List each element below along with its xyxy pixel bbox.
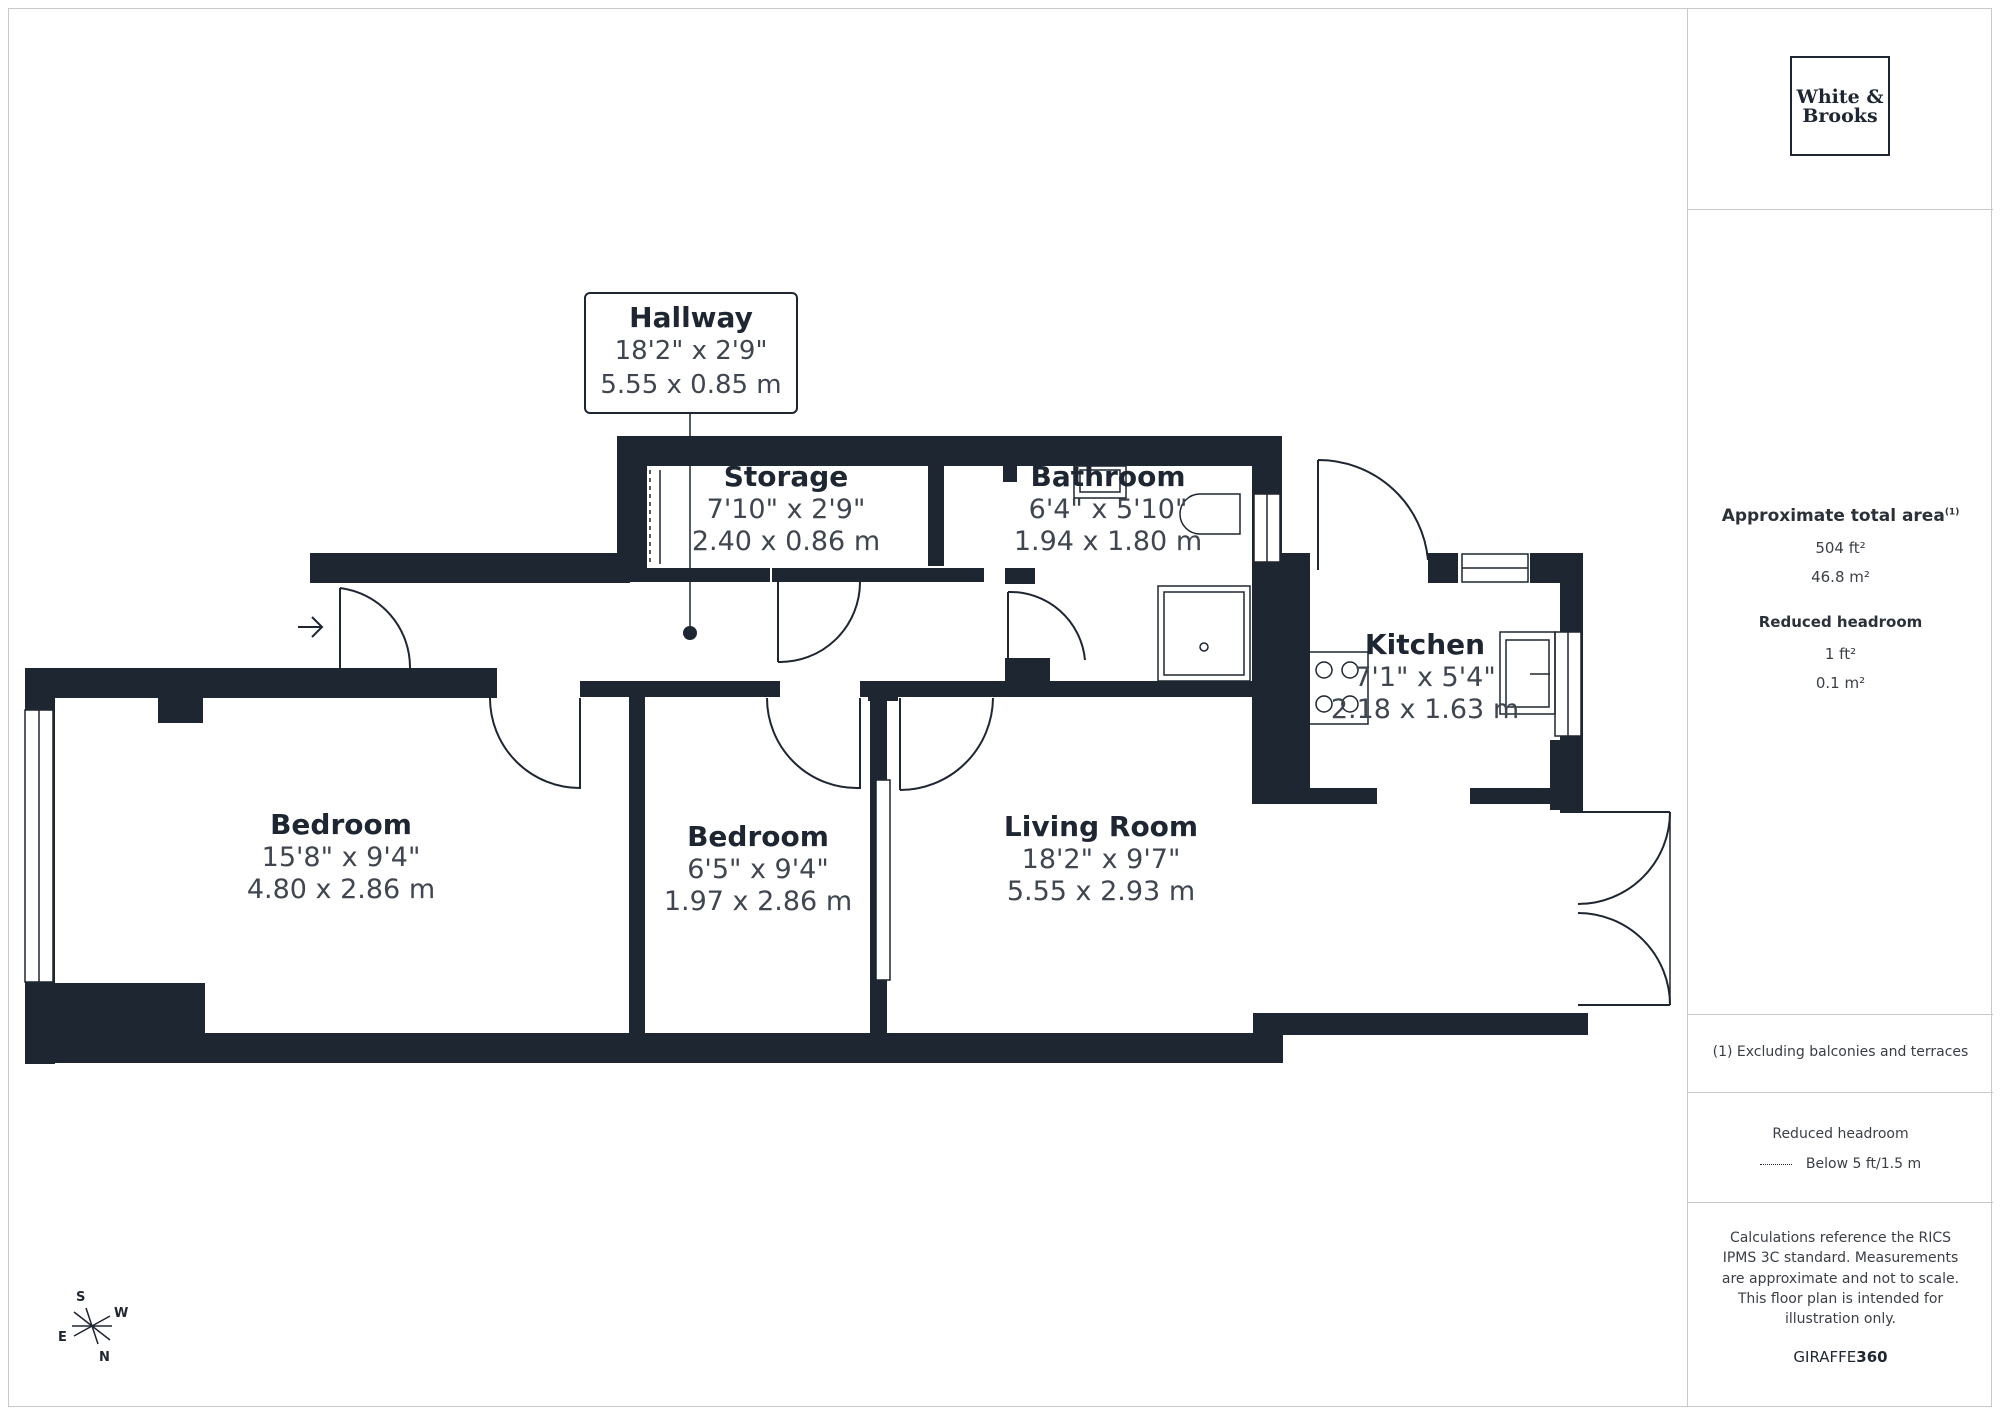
floor-plan-drawing xyxy=(24,414,1671,1345)
room-dim-metric: 2.18 x 1.63 m xyxy=(1330,693,1520,725)
compass-west-label: W xyxy=(114,1306,129,1321)
headroom-title: Reduced headroom xyxy=(1758,613,1923,631)
headroom-m: 0.1 m² xyxy=(1815,674,1866,692)
legend-item-text: Below 5 ft/1.5 m xyxy=(1805,1156,1922,1172)
room-dim-imperial: 18'2" x 2'9" xyxy=(614,336,768,366)
storage-label: Storage 7'10" x 2'9" 2.40 x 0.86 m xyxy=(686,460,886,558)
bathroom-label: Bathroom 6'4" x 5'10" 1.94 x 1.80 m xyxy=(1008,460,1208,558)
area-ft: 504 ft² xyxy=(1815,539,1866,557)
compass-east-label: E xyxy=(58,1330,67,1345)
bedroom-2-label: Bedroom 6'5" x 9'4" 1.97 x 2.86 m xyxy=(658,820,858,918)
room-dim-metric: 5.55 x 0.85 m xyxy=(600,369,782,400)
living-room-label: Living Room 18'2" x 9'7" 5.55 x 2.93 m xyxy=(981,810,1221,908)
area-title: Approximate total area(1) xyxy=(1688,506,1993,526)
entrance-arrow-icon xyxy=(298,616,324,638)
room-dim-metric: 4.80 x 2.86 m xyxy=(246,873,436,905)
room-name: Bathroom xyxy=(1030,460,1186,493)
room-dim-metric: 5.55 x 2.93 m xyxy=(1006,875,1196,907)
area-section: Approximate total area(1) 504 ft² 46.8 m… xyxy=(1688,209,1993,1015)
hallway-marker xyxy=(683,626,697,640)
compass-icon xyxy=(72,1307,112,1345)
room-dim-imperial: 6'4" x 5'10" xyxy=(1028,493,1188,525)
footnote-text: (1) Excluding balconies and terraces xyxy=(1712,1044,1969,1060)
brand-line-1: White & xyxy=(1796,86,1884,108)
room-name: Bedroom xyxy=(687,820,829,853)
room-dim-metric: 1.97 x 2.86 m xyxy=(663,885,853,917)
compass-north-label: N xyxy=(99,1350,110,1365)
room-name: Living Room xyxy=(1003,810,1199,843)
brand-line-2: Brooks xyxy=(1802,105,1878,127)
brand-logo: White & Brooks xyxy=(1790,56,1890,156)
headroom-ft: 1 ft² xyxy=(1824,645,1857,663)
footnote-section: (1) Excluding balconies and terraces xyxy=(1688,1014,1993,1093)
compass-south-label: S xyxy=(76,1290,86,1305)
disclaimer-text: Calculations reference the RICS IPMS 3C … xyxy=(1721,1230,1960,1328)
room-dim-metric: 2.40 x 0.86 m xyxy=(691,525,881,557)
area-title-text: Approximate total area xyxy=(1721,506,1945,526)
room-name: Kitchen xyxy=(1364,628,1486,661)
room-name: Storage xyxy=(723,460,849,493)
room-name: Hallway xyxy=(629,301,753,334)
room-dim-imperial: 6'5" x 9'4" xyxy=(687,853,829,885)
credit-part-b: 360 xyxy=(1856,1348,1888,1366)
room-dim-imperial: 15'8" x 9'4" xyxy=(261,841,421,873)
dotted-line-icon xyxy=(1759,1163,1792,1165)
legend-item: Below 5 ft/1.5 m xyxy=(1688,1154,1993,1174)
fixtures xyxy=(649,465,1556,725)
room-dim-imperial: 18'2" x 9'7" xyxy=(1021,843,1181,875)
page-frame xyxy=(8,8,1992,1407)
windows xyxy=(24,493,1582,983)
area-m: 46.8 m² xyxy=(1811,568,1870,586)
legend-section: Reduced headroom Below 5 ft/1.5 m xyxy=(1688,1092,1993,1203)
room-name: Bedroom xyxy=(270,808,412,841)
kitchen-label: Kitchen 7'1" x 5'4" 2.18 x 1.63 m xyxy=(1325,628,1525,726)
room-dim-imperial: 7'10" x 2'9" xyxy=(706,493,866,525)
area-footnote-mark: (1) xyxy=(1944,507,1960,518)
logo-section: White & Brooks xyxy=(1688,8,1993,210)
info-sidebar: White & Brooks Approximate total area(1)… xyxy=(1687,8,1993,1407)
doors xyxy=(339,458,1671,1006)
room-dim-imperial: 7'1" x 5'4" xyxy=(1354,661,1496,693)
hallway-label: Hallway 18'2" x 2'9" 5.55 x 0.85 m xyxy=(584,292,798,414)
legend-title: Reduced headroom xyxy=(1772,1126,1909,1142)
giraffe360-credit: GIRAFFE360 xyxy=(1688,1348,1993,1366)
credit-part-a: GIRAFFE xyxy=(1793,1348,1857,1366)
room-dim-metric: 1.94 x 1.80 m xyxy=(1013,525,1203,557)
bedroom-1-label: Bedroom 15'8" x 9'4" 4.80 x 2.86 m xyxy=(221,808,461,906)
